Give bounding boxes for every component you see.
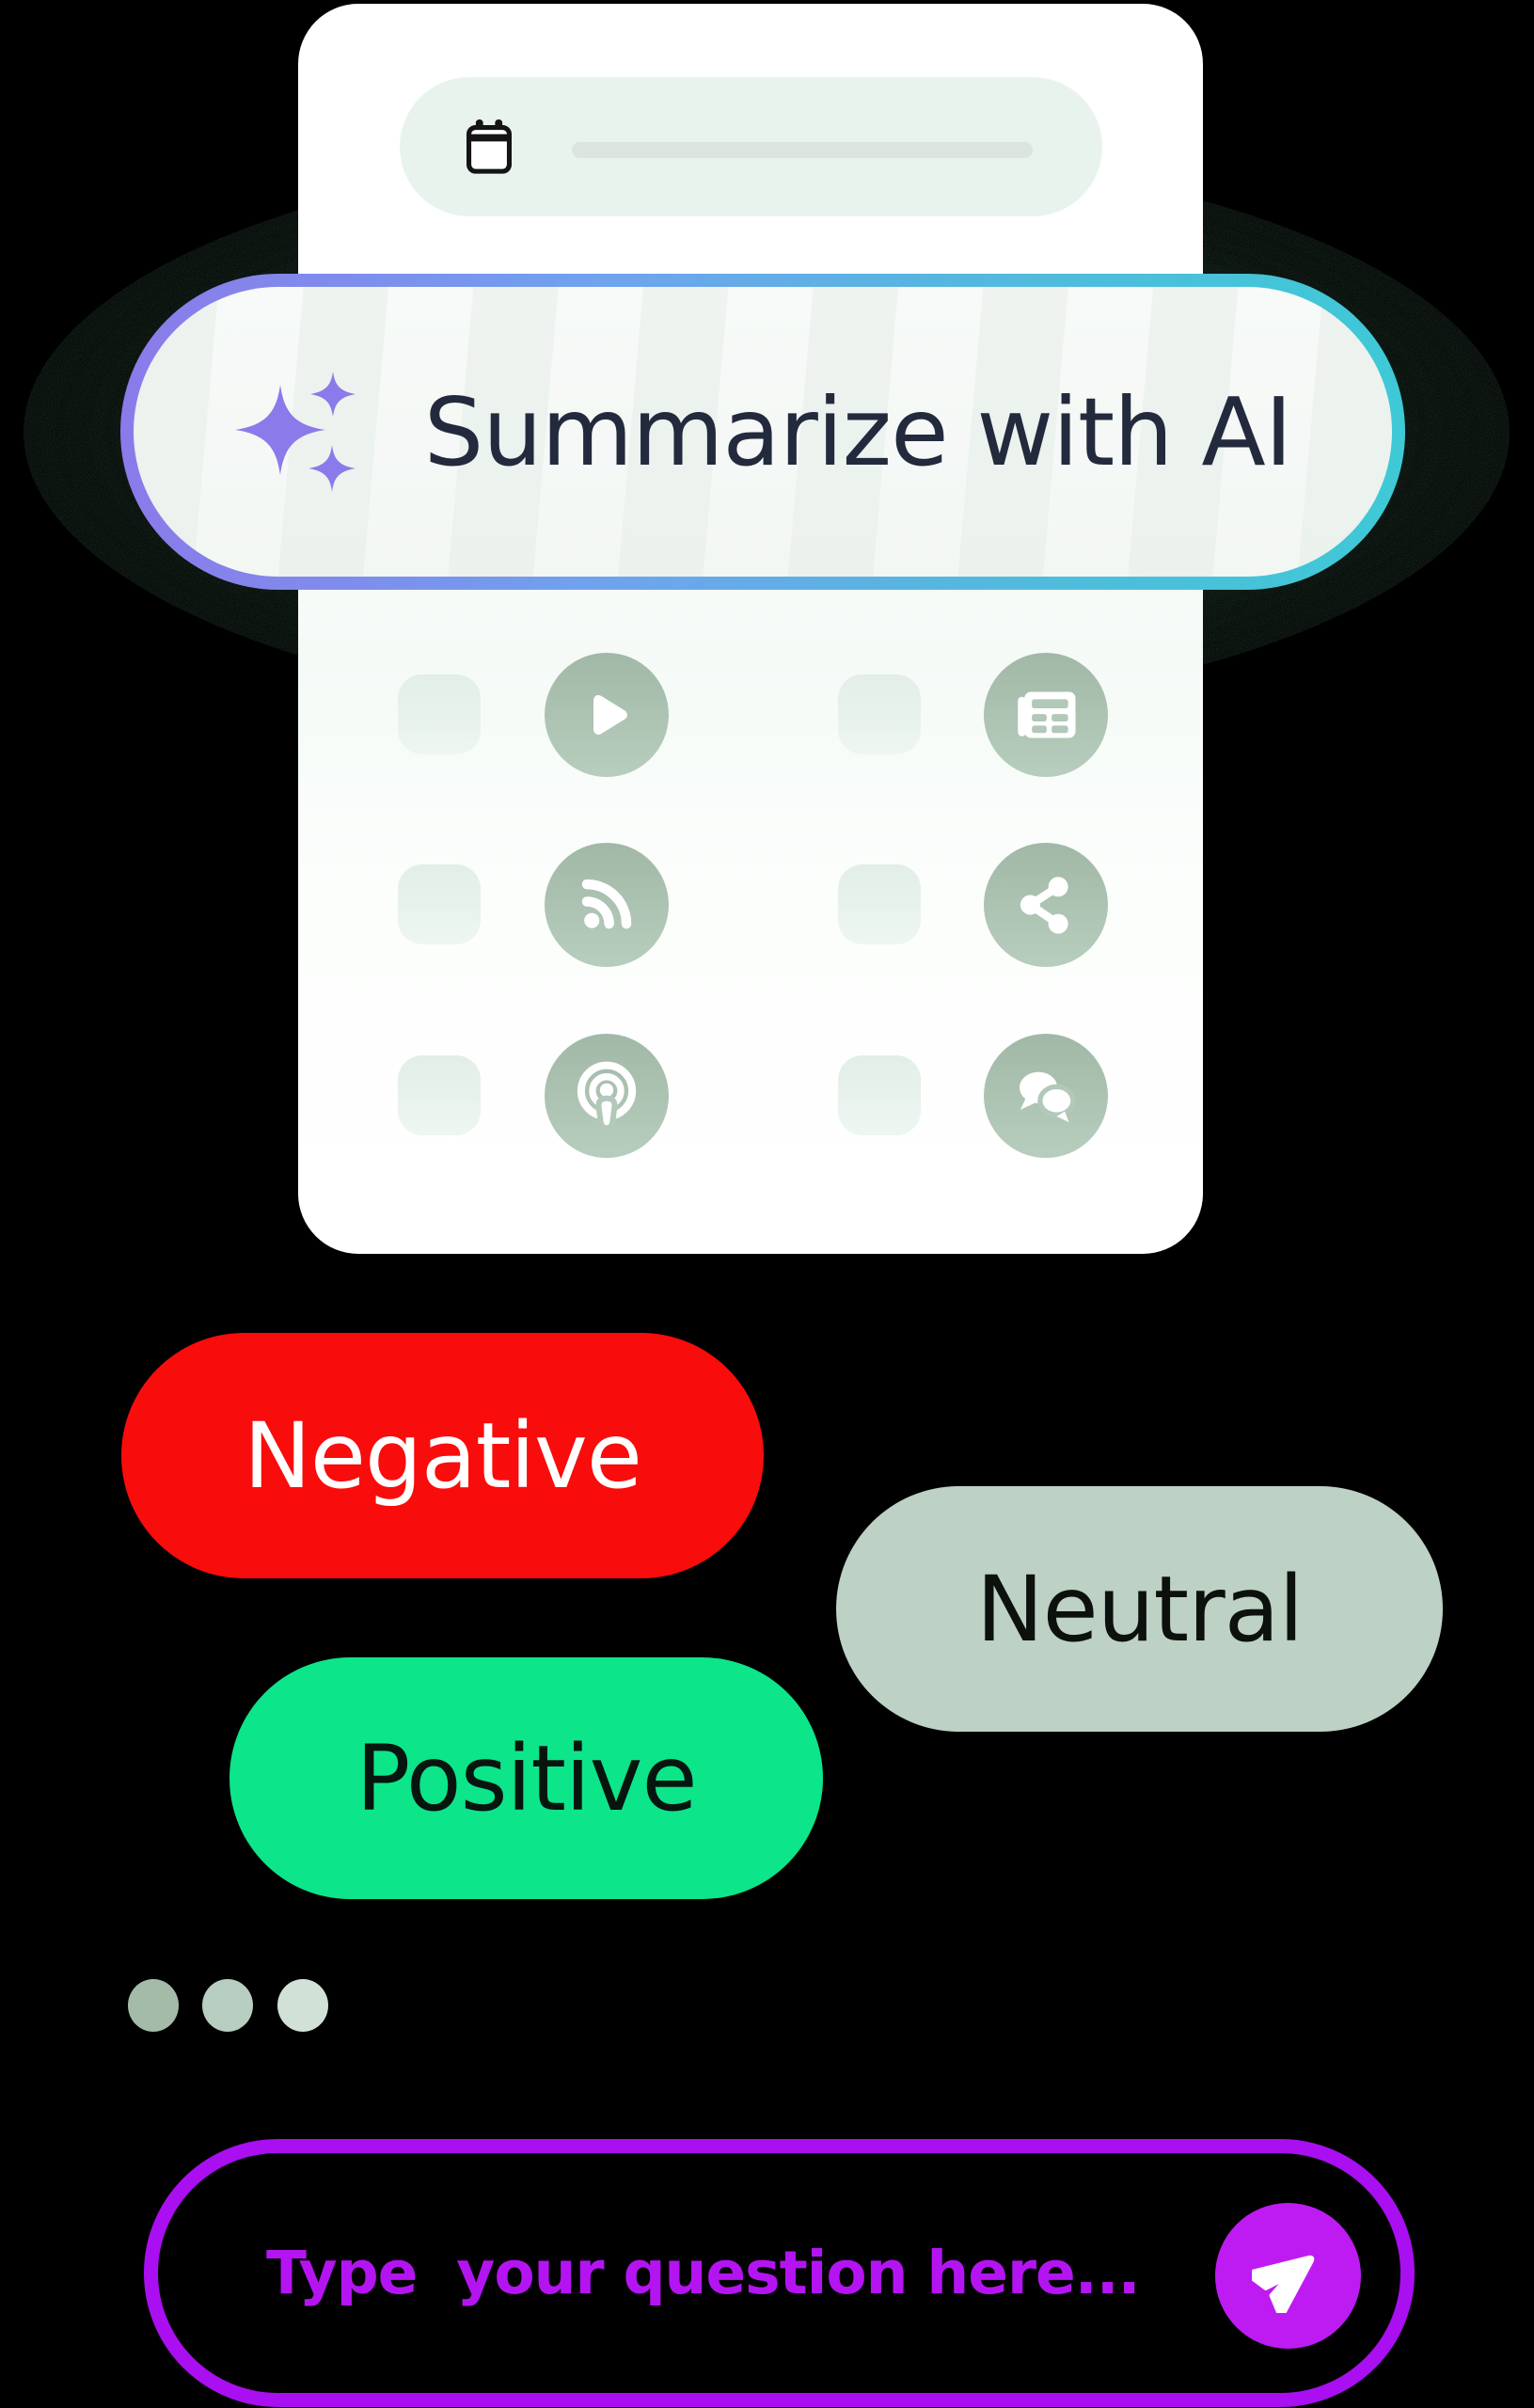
summarize-ai-button-face: Summarize with AI <box>134 287 1392 577</box>
summarize-ai-button[interactable]: Summarize with AI <box>120 274 1405 590</box>
skeleton-rect <box>838 1055 921 1135</box>
rss-icon <box>581 879 632 929</box>
play-icon <box>593 695 627 735</box>
skeleton-rect <box>398 864 481 944</box>
podcast-icon <box>577 1061 637 1132</box>
rss-button[interactable] <box>545 843 669 967</box>
skeleton-rect <box>398 1055 481 1135</box>
news-icon <box>1018 691 1076 738</box>
send-icon <box>1251 2255 1314 2313</box>
sentiment-tag-neutral-label: Neutral <box>975 1556 1304 1662</box>
summary-card <box>298 4 1203 1254</box>
sentiment-tag-positive[interactable]: Positive <box>229 1657 823 1899</box>
podcast-button[interactable] <box>545 1034 669 1158</box>
skeleton-rect <box>838 674 921 754</box>
skeleton-rect <box>398 674 481 754</box>
typing-dot-3 <box>277 1979 328 2032</box>
sentiment-tag-positive-label: Positive <box>356 1725 697 1831</box>
skeleton-rect <box>838 864 921 944</box>
share-button[interactable] <box>984 843 1108 967</box>
chat-button[interactable] <box>984 1034 1108 1158</box>
news-button[interactable] <box>984 653 1108 777</box>
typing-dot-1 <box>128 1979 179 2032</box>
sentiment-tag-neutral[interactable]: Neutral <box>836 1486 1443 1732</box>
question-input-bar <box>144 2139 1415 2407</box>
play-button[interactable] <box>545 653 669 777</box>
chat-icon <box>1020 1071 1076 1122</box>
summarize-ai-label: Summarize with AI <box>423 376 1293 487</box>
sentiment-tag-negative-label: Negative <box>244 1402 642 1509</box>
send-button[interactable] <box>1215 2203 1361 2349</box>
typing-dot-2 <box>202 1979 253 2032</box>
question-input[interactable] <box>264 2238 1212 2308</box>
sentiment-tag-negative[interactable]: Negative <box>121 1333 764 1578</box>
card-header-skeleton <box>400 77 1102 216</box>
header-placeholder-line <box>572 142 1033 158</box>
sparkles-icon <box>234 372 356 492</box>
share-icon <box>1020 877 1068 934</box>
calendar-icon <box>467 119 512 174</box>
